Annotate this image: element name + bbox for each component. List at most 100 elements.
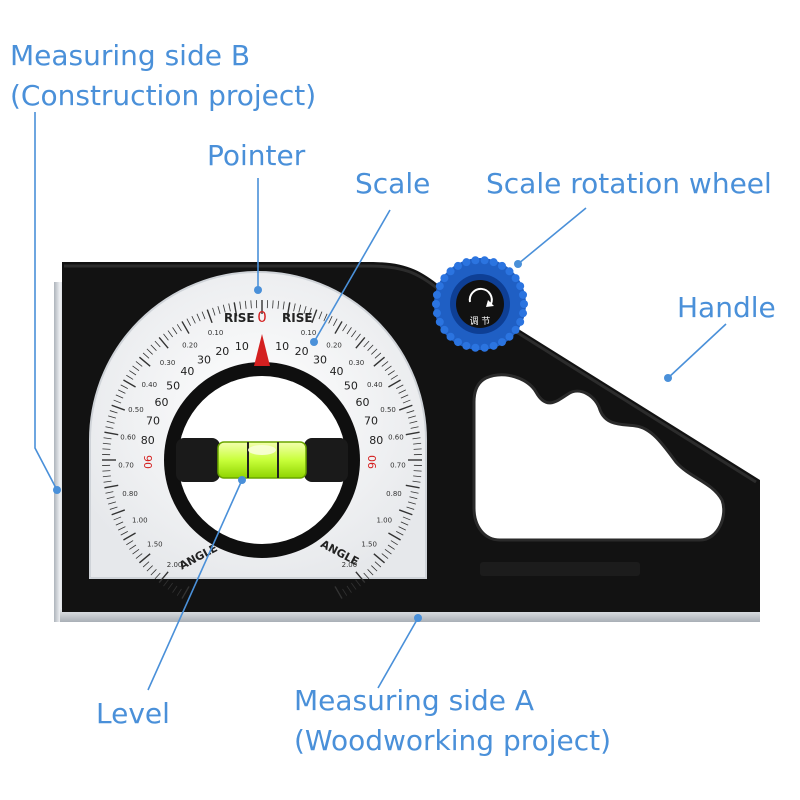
- dial-tick: [181, 586, 190, 599]
- dial-tick: [367, 344, 374, 351]
- dial-rise-number: 1.00: [376, 517, 392, 525]
- wheel-tooth: [520, 300, 528, 308]
- wheel-tooth: [432, 300, 440, 308]
- dial-tick: [286, 302, 291, 317]
- wheel-tooth: [511, 325, 520, 334]
- dial-tick: [138, 553, 151, 564]
- dial-tick: [371, 348, 378, 355]
- leader-dot-level: [238, 476, 246, 484]
- dial-tick: [135, 361, 143, 367]
- dial-tick: [282, 301, 285, 310]
- dial-tick: [323, 313, 328, 322]
- dial-rise-number: 0.30: [160, 359, 176, 367]
- dial-tick: [381, 361, 389, 367]
- dial-tick: [398, 526, 406, 531]
- dial-tick: [186, 318, 191, 326]
- dial-angle-number: 40: [330, 365, 344, 378]
- level-bubble: [248, 445, 276, 455]
- dial-tick: [132, 549, 140, 555]
- dial-tick: [102, 448, 111, 450]
- dial-tick: [103, 437, 112, 440]
- wheel-tooth: [462, 341, 471, 350]
- wheel-tooth: [435, 317, 444, 326]
- dial-tick: [409, 496, 418, 500]
- dial-tick: [102, 475, 111, 478]
- dial-tick: [109, 506, 118, 510]
- dial-tick: [400, 521, 409, 526]
- dial-tick: [396, 384, 404, 389]
- dial-rise-number: 0.70: [118, 462, 134, 470]
- dial-tick: [410, 491, 419, 494]
- dial-tick: [311, 309, 318, 324]
- dial-tick: [154, 572, 161, 580]
- dial-tick: [239, 301, 242, 310]
- dial-rise-number: 0.80: [122, 490, 138, 498]
- dial-tick: [250, 300, 252, 309]
- dial-tick: [374, 561, 382, 568]
- label-pointer: Pointer: [207, 139, 306, 172]
- dial-tick: [412, 480, 421, 483]
- dial-tick: [126, 540, 134, 546]
- dial-angle-number: 80: [369, 434, 383, 447]
- dial-tick: [163, 333, 169, 341]
- wheel-tooth: [511, 274, 520, 283]
- dial-tick: [387, 370, 395, 376]
- dial-tick: [138, 356, 151, 367]
- dial-rise-number: 1.00: [132, 517, 148, 525]
- dial-tick: [367, 569, 374, 576]
- dial-tick: [206, 309, 213, 324]
- dial-ninety-left: 90: [141, 455, 154, 469]
- dial-tick: [104, 431, 119, 436]
- dial-angle-number: 70: [364, 414, 378, 427]
- wheel-tooth: [446, 332, 455, 341]
- wheel-tooth: [446, 267, 455, 276]
- dial-tick: [118, 526, 126, 531]
- dial-tick: [334, 321, 343, 334]
- dial-tick: [217, 306, 221, 314]
- dial-tick: [406, 410, 415, 414]
- dial-angle-number: 40: [180, 365, 194, 378]
- wheel-tooth: [432, 290, 441, 299]
- dial-tick: [409, 420, 418, 424]
- dial-tick: [102, 442, 111, 445]
- dial-tick: [129, 370, 137, 376]
- dial-tick: [176, 324, 182, 332]
- wheel-tooth: [480, 256, 489, 265]
- dial-angle-number: 10: [235, 340, 249, 353]
- dial-tick: [374, 352, 382, 359]
- dial-rise-number: 0.40: [367, 381, 383, 389]
- dial-tick: [191, 316, 196, 324]
- leader-dot-side-b: [53, 486, 61, 494]
- leader-scale: [313, 209, 391, 343]
- wheel-tooth: [519, 290, 528, 299]
- dial-rise-right: RISE: [282, 311, 313, 325]
- dial-tick: [196, 313, 201, 322]
- dial-tick: [408, 415, 416, 419]
- dial-tick: [118, 389, 126, 394]
- dial-tick: [106, 496, 115, 500]
- dial-rise-number: 0.50: [128, 406, 144, 414]
- dial-tick: [102, 470, 111, 472]
- dial-tick: [346, 585, 352, 593]
- wheel-tooth: [480, 343, 489, 352]
- dial-tick: [105, 426, 114, 429]
- dial-tick: [405, 431, 420, 436]
- dial-rise-number: 0.10: [208, 329, 224, 337]
- dial-tick: [408, 501, 416, 505]
- leader-level: [147, 479, 243, 691]
- dial-tick: [244, 300, 247, 309]
- dial-tick: [181, 321, 190, 334]
- dial-tick: [390, 374, 398, 380]
- dial-tick: [405, 484, 420, 489]
- dial-tick: [396, 531, 404, 536]
- dial-tick: [104, 484, 119, 489]
- dial-tick: [142, 352, 150, 359]
- dial-tick: [406, 506, 415, 510]
- dial-tick: [402, 516, 411, 521]
- wheel-tooth: [471, 343, 480, 352]
- dial-tick: [351, 582, 357, 590]
- dial-tick: [212, 307, 216, 316]
- leader-measuring-side-a: [377, 617, 419, 689]
- dial-tick: [158, 571, 169, 584]
